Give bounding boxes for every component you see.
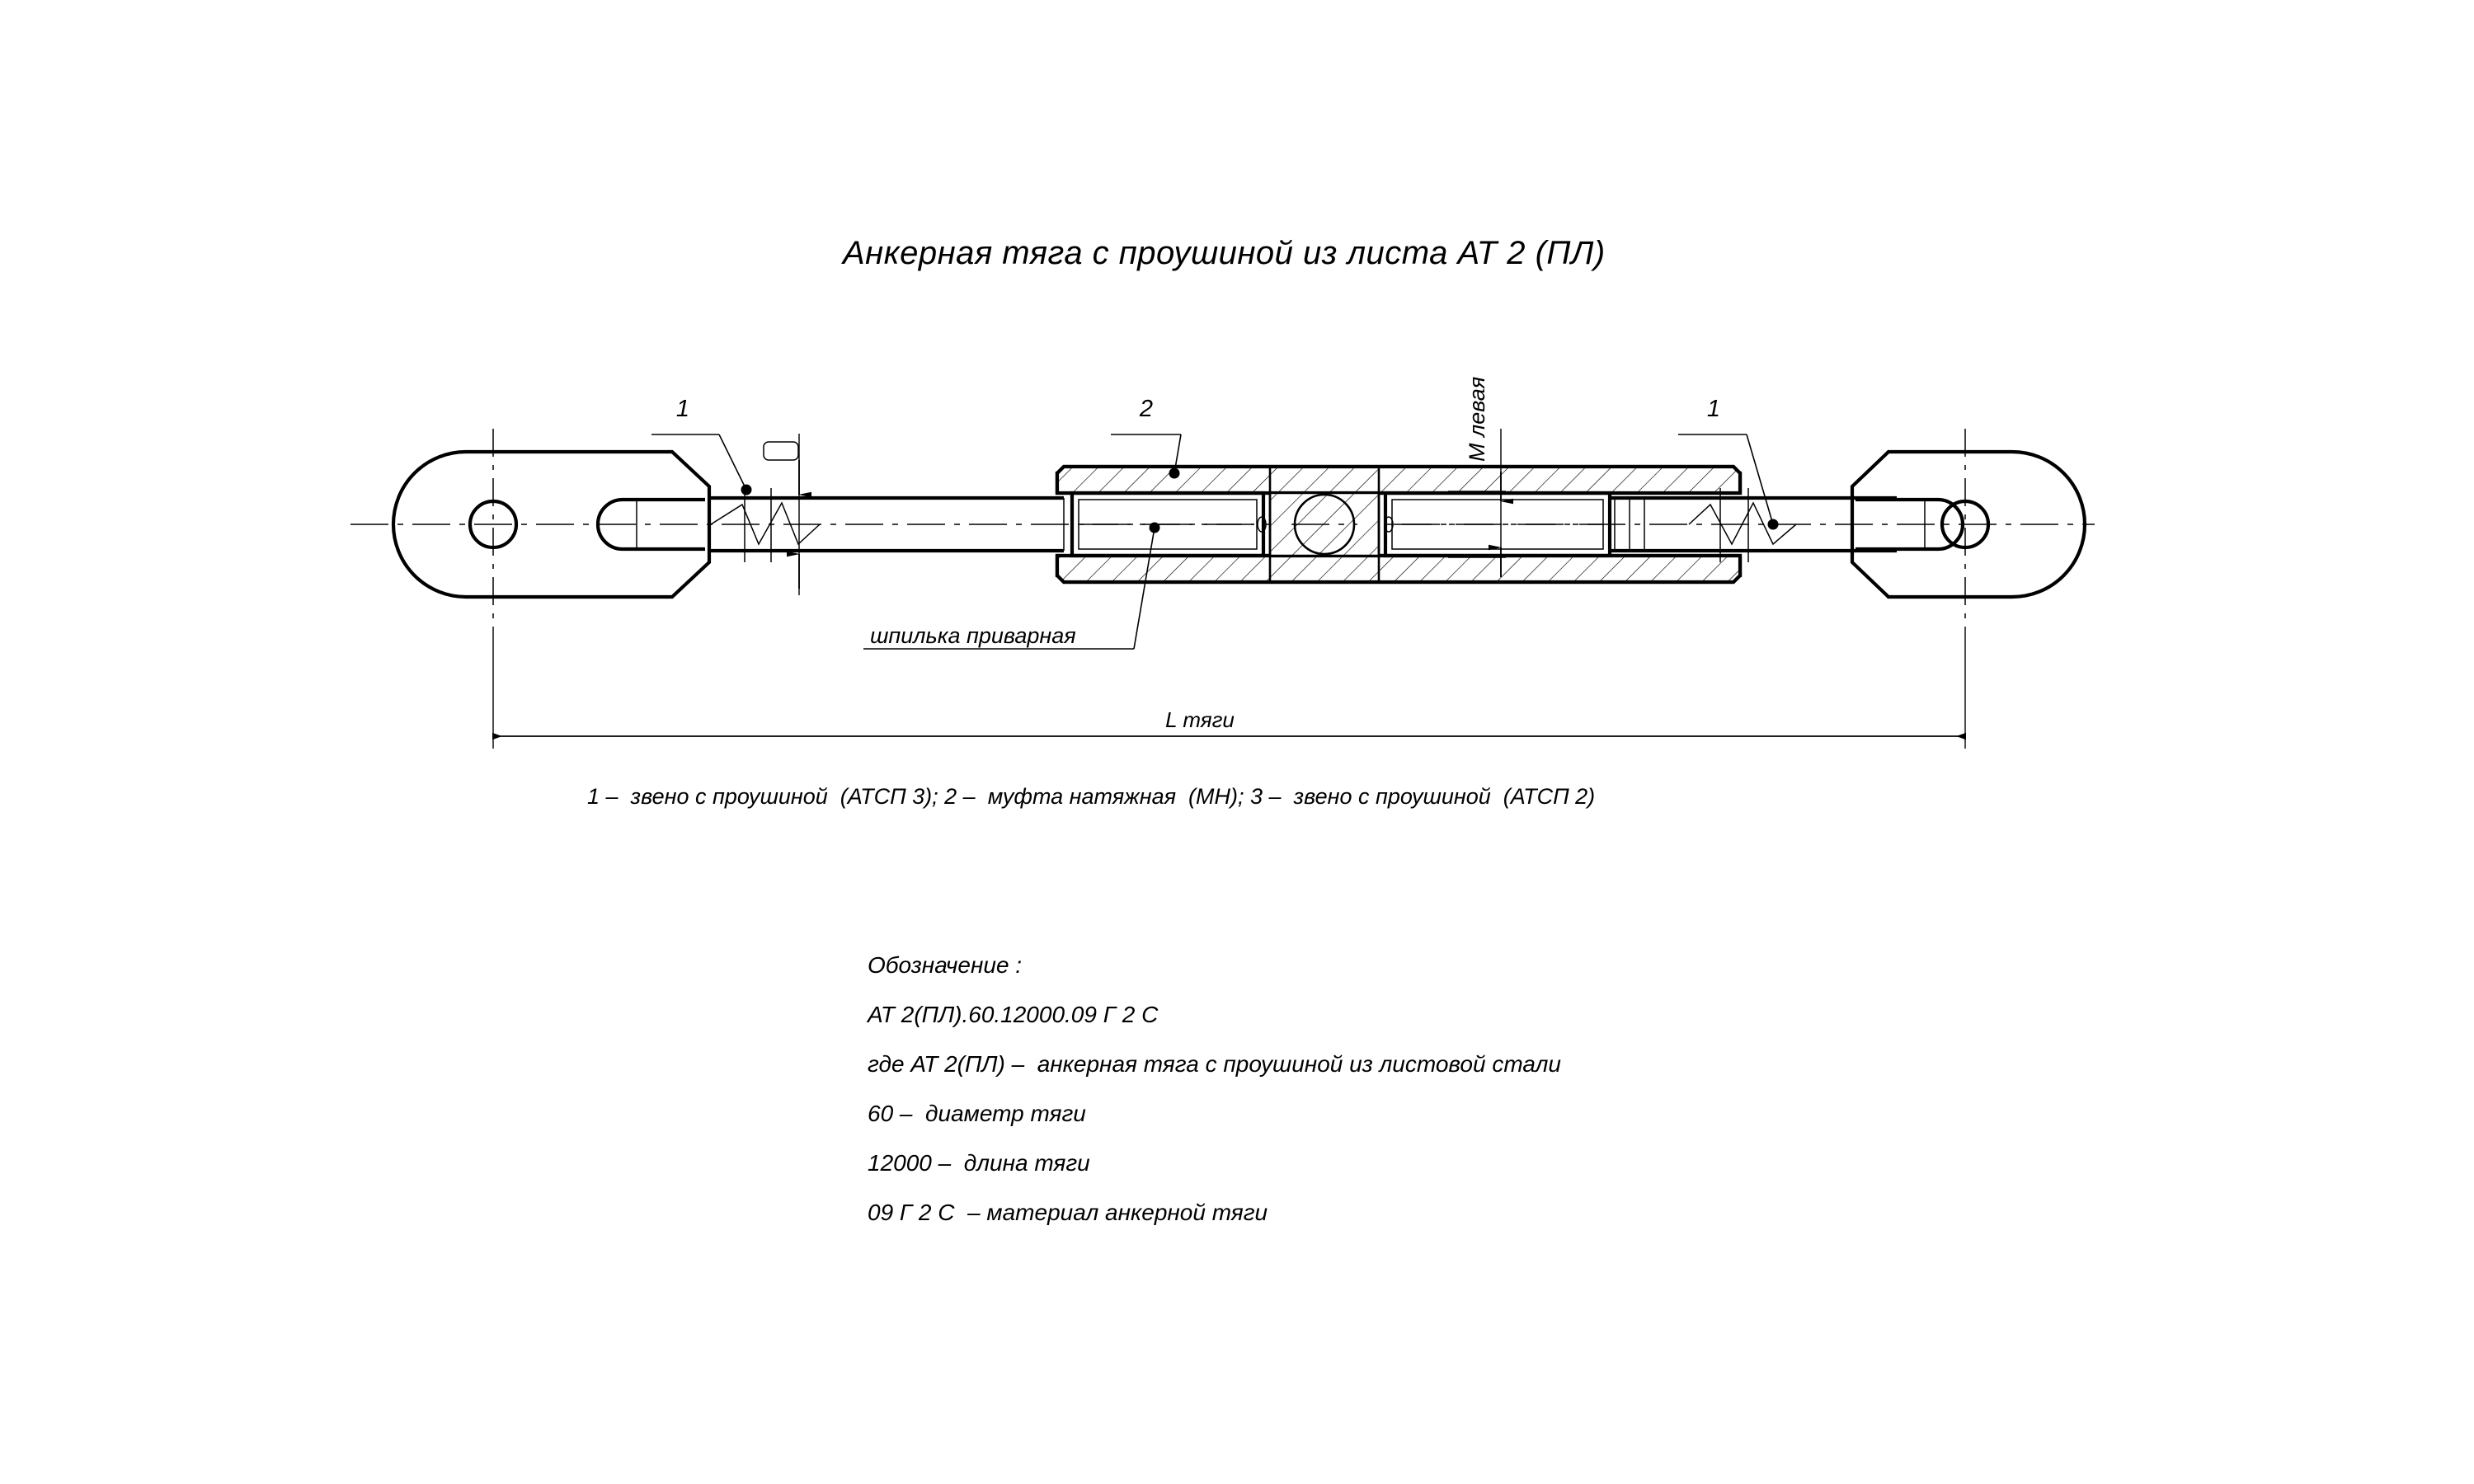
designation-line-2: 60 – диаметр тяги: [868, 1101, 1086, 1126]
callout-leader-center: 2: [1111, 396, 1182, 479]
designation-line-3: 12000 – длина тяги: [868, 1150, 1090, 1176]
designation-heading: Обозначение :: [868, 952, 1022, 978]
left-rod: [708, 434, 1064, 595]
coupling-left-thread: [1070, 491, 1266, 558]
thread-note-label: М левая: [1465, 377, 1489, 462]
parts-legend: 1 – звено с проушиной (АТСП 3); 2 – муфт…: [587, 784, 1595, 809]
designation-line-1: где АТ 2(ПЛ) – анкерная тяга с проушиной…: [868, 1051, 1561, 1077]
left-eye-plate: [391, 429, 712, 627]
stud-note-label: шпилька приварная: [870, 623, 1076, 648]
callout-leader-right: 1: [1678, 396, 1779, 530]
callout-right-number: 1: [1707, 396, 1720, 422]
drawing-title: Анкерная тяга с проушиной из листа АТ 2 …: [841, 235, 1606, 271]
callout-center-number: 2: [1139, 396, 1153, 422]
designation-code: АТ 2(ПЛ).60.12000.09 Г 2 С: [866, 1002, 1159, 1027]
right-rod: [1688, 488, 1797, 562]
overall-length-label: L тяги: [1165, 707, 1235, 732]
designation-line-4: 09 Г 2 С – материал анкерной тяги: [868, 1200, 1268, 1225]
overall-length-dimension: L тяги: [492, 627, 1966, 749]
designation-block: Обозначение : АТ 2(ПЛ).60.12000.09 Г 2 С…: [866, 952, 1561, 1225]
callout-leader-left: 1: [651, 396, 752, 495]
turnbuckle-coupling: [1055, 464, 1897, 585]
square-section-symbol: [763, 441, 799, 461]
callout-left-number: 1: [676, 396, 689, 422]
right-eye-plate: [1850, 429, 2087, 627]
stud-note-leader: шпилька приварная: [863, 522, 1160, 650]
left-hand-thread-callout: М левая: [1448, 377, 1513, 577]
